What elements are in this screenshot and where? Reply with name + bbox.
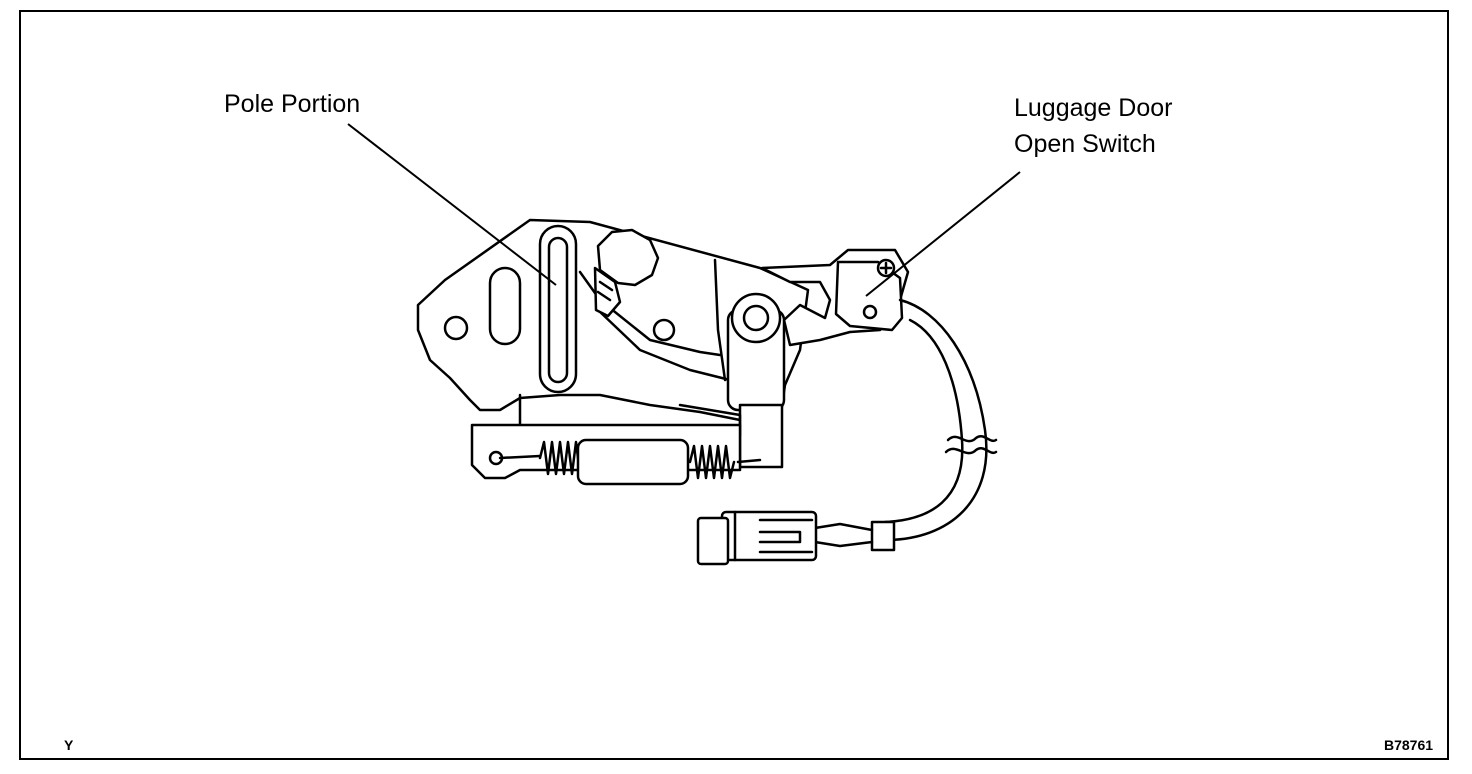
switch-rivet	[862, 304, 878, 320]
wire-harness-upper	[883, 298, 988, 542]
pole-portion-label: Pole Portion	[224, 90, 361, 118]
wire-boot	[870, 520, 896, 552]
switch-label-line2: Open Switch	[1014, 130, 1156, 158]
coil-spring-right	[688, 444, 736, 480]
coil-spring-left	[538, 440, 586, 476]
figure-id: B78761	[1384, 737, 1434, 753]
pivot-bolt-inner	[742, 304, 770, 332]
luggage-door-open-switch-label: Luggage Door Open Switch	[1014, 90, 1172, 162]
diagram-frame	[19, 10, 1449, 760]
connector-plug	[696, 516, 730, 566]
mounting-hole-left	[443, 315, 469, 341]
latch-body-lower	[738, 403, 784, 469]
pole-portion-pin	[547, 236, 569, 384]
wire-harness-lower	[883, 318, 964, 524]
switch-label-line1: Luggage Door	[1014, 94, 1173, 122]
corner-code-left: Y	[64, 737, 74, 753]
spring-sleeve	[576, 438, 690, 486]
leader-open-switch	[865, 171, 1021, 297]
mounting-hole-center	[652, 318, 676, 342]
leader-pole-portion	[347, 123, 557, 286]
left-oval-slot	[488, 266, 522, 346]
